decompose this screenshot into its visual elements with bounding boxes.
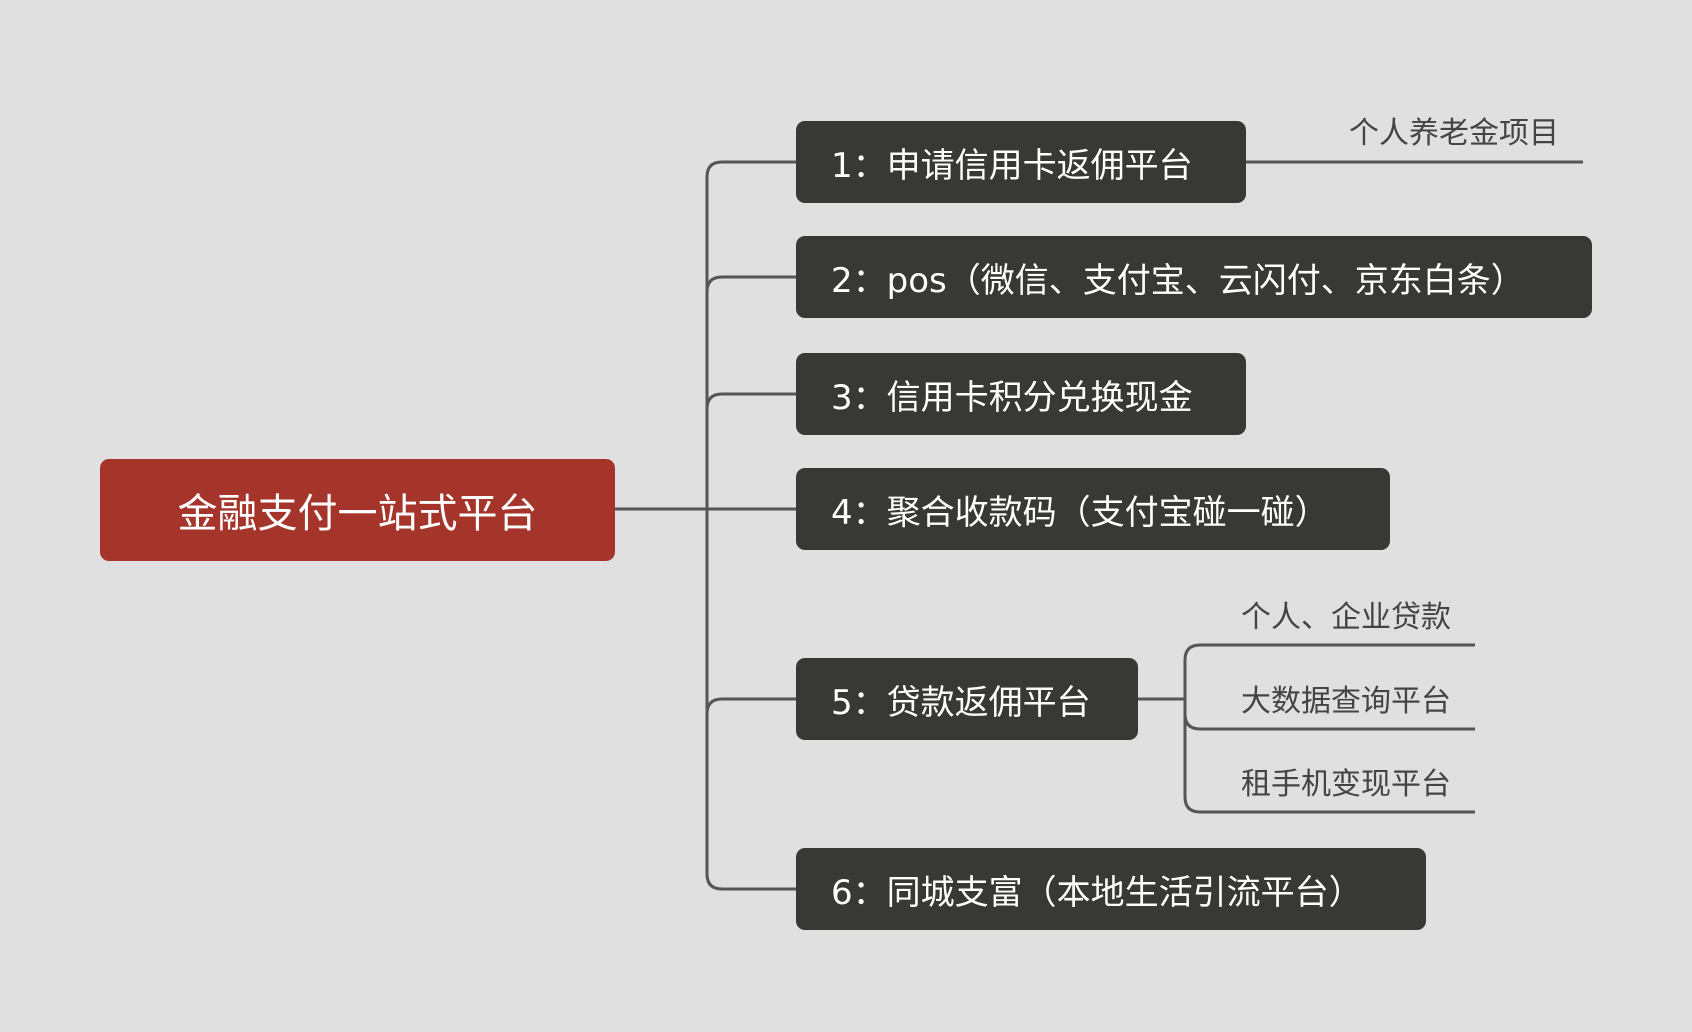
branch-node-5[interactable]: 5：贷款返佣平台	[796, 658, 1138, 740]
branch-label: 6：同城支富（本地生活引流平台）	[831, 872, 1363, 913]
branch-label: 2：pos（微信、支付宝、云闪付、京东白条）	[831, 260, 1525, 301]
leaf-node[interactable]: 大数据查询平台	[1241, 684, 1451, 719]
branch-label: 4：聚合收款码（支付宝碰一碰）	[831, 492, 1329, 533]
root-node[interactable]: 金融支付一站式平台	[100, 459, 615, 561]
branch-node-1[interactable]: 1：申请信用卡返佣平台	[796, 121, 1246, 203]
leaf-node[interactable]: 个人、企业贷款	[1241, 600, 1451, 635]
branch-node-6[interactable]: 6：同城支富（本地生活引流平台）	[796, 848, 1426, 930]
leaf-node[interactable]: 个人养老金项目	[1349, 116, 1559, 151]
leaf-node[interactable]: 租手机变现平台	[1241, 767, 1451, 802]
branch-node-4[interactable]: 4：聚合收款码（支付宝碰一碰）	[796, 468, 1390, 550]
branch-node-3[interactable]: 3：信用卡积分兑换现金	[796, 353, 1246, 435]
branch-label: 3：信用卡积分兑换现金	[831, 377, 1193, 418]
branch-label: 5：贷款返佣平台	[831, 682, 1091, 723]
branch-label: 1：申请信用卡返佣平台	[831, 145, 1193, 186]
root-label: 金融支付一站式平台	[177, 491, 538, 537]
branch-node-2[interactable]: 2：pos（微信、支付宝、云闪付、京东白条）	[796, 236, 1592, 318]
